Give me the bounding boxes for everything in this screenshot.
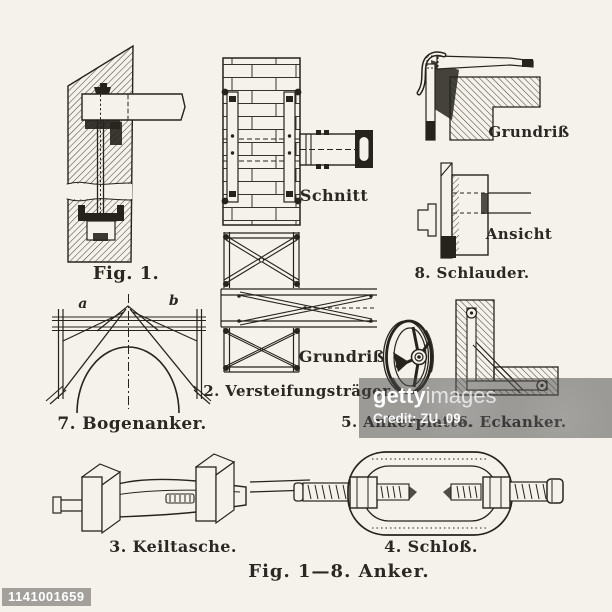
- fig4-caption: 4. Schloß.: [384, 537, 478, 556]
- fig4-schloss-illustration: [293, 451, 564, 536]
- fig5-ankerplatte-illustration: [382, 319, 435, 395]
- fig7-label-b: b: [168, 293, 180, 309]
- fig8-caption: 8. Schlauder.: [414, 264, 530, 282]
- asset-id-badge: 1141001659: [2, 588, 91, 606]
- fig7-caption: 7. Bogenanker.: [57, 414, 207, 434]
- fig2-caption: 2. Versteifungsträger.: [203, 382, 395, 400]
- fig1-caption: Fig. 1.: [92, 263, 160, 284]
- watermark-brand-secondary: images: [425, 383, 497, 408]
- plate-caption: Fig. 1—8. Anker.: [248, 561, 430, 582]
- schnitt-pier-illustration: [221, 57, 373, 226]
- watermark-credit: Credit: ZU_09: [373, 411, 461, 426]
- fig8-schlauder-illustration: [416, 51, 541, 259]
- watermark-bar: gettyimages Credit: ZU_09: [359, 378, 612, 438]
- fig2-versteifungstraeger-illustration: [220, 232, 378, 373]
- schnitt-label: Schnitt: [299, 186, 369, 205]
- fig3-caption: 3. Keiltasche.: [109, 537, 237, 556]
- fig7-bogenanker-illustration: [45, 294, 212, 414]
- fig8-plan-label: Grundriß: [488, 123, 570, 141]
- fig1-wall-anchor-illustration: [66, 44, 186, 263]
- grundriss-beam-label: Grundriß: [298, 347, 386, 366]
- fig8-elevation-label: Ansicht: [485, 225, 553, 243]
- watermark-brand-primary: getty: [373, 383, 426, 408]
- fig3-keiltasche-illustration: [52, 453, 311, 535]
- watermark-brand: gettyimages: [373, 384, 496, 408]
- fig7-label-a: a: [78, 296, 88, 312]
